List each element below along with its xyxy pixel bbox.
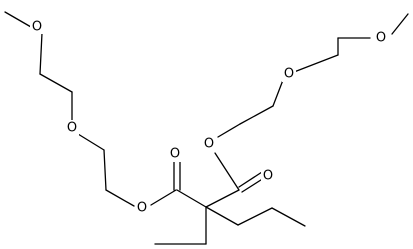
ether-oxygen-label: O [67, 121, 77, 136]
bond [238, 171, 263, 188]
carbonyl-oxygen-label: O [263, 169, 273, 184]
bond [39, 73, 73, 93]
bond [4, 11, 32, 28]
bond [271, 207, 306, 227]
bond [214, 152, 240, 191]
ether-oxygen-label: O [32, 20, 42, 35]
ether-oxygen-label: O [376, 31, 386, 46]
bond [105, 189, 135, 207]
bond [241, 177, 265, 193]
atom-labels: O O O O O O O O [30, 18, 388, 216]
bond [39, 32, 43, 75]
ester-oxygen-label: O [204, 137, 214, 152]
core-bonds [154, 189, 306, 245]
bond [176, 189, 207, 208]
bond [217, 123, 241, 138]
bond [205, 206, 239, 226]
bond [77, 133, 105, 151]
bond [205, 189, 240, 208]
ether-oxygen-label: O [284, 67, 294, 82]
right-chain-bonds [217, 13, 409, 138]
bond [150, 189, 177, 206]
ester-oxygen-label: O [137, 201, 147, 216]
bond [239, 105, 274, 125]
bond [293, 54, 339, 73]
left-chain-bonds [4, 11, 135, 207]
bond [272, 79, 284, 107]
left-ester-bonds [150, 159, 207, 208]
bond [103, 149, 107, 191]
bond [391, 13, 409, 35]
carbonyl-oxygen-label: O [170, 147, 180, 162]
right-ester-bonds [214, 152, 265, 193]
bond [237, 207, 273, 226]
